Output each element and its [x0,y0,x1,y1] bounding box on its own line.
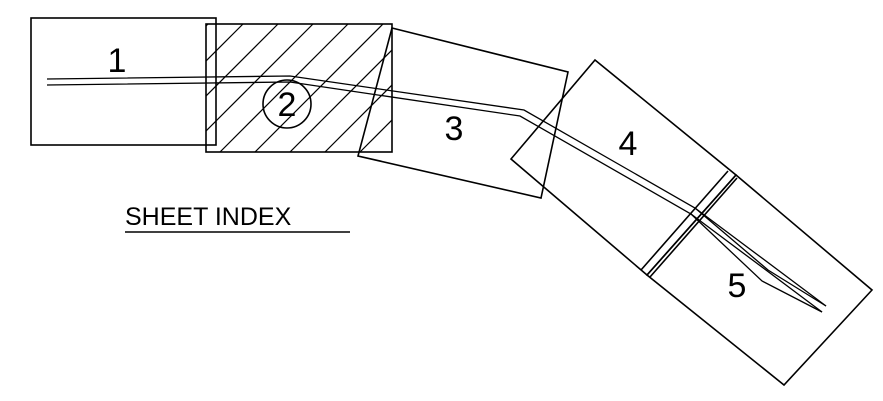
sheet-2-frame[interactable] [205,23,393,153]
sheet-labels: 1 2 3 4 5 [108,42,747,305]
sheet-2-label[interactable]: 2 [278,86,297,124]
match-line-4-5 [640,170,738,278]
sheet-1-label[interactable]: 1 [108,42,127,80]
sheet-3-label[interactable]: 3 [445,110,464,148]
sheet-4-label[interactable]: 4 [619,125,638,163]
sheet-3-frame[interactable] [357,27,569,199]
sheet-frames [30,17,874,387]
sheet-5-frame[interactable] [645,173,874,387]
road-branch [690,213,823,313]
road-alignment [46,75,827,313]
road-branch [694,207,827,307]
sheet-index-title: SHEET INDEX [125,203,292,231]
sheet-1-frame[interactable] [30,17,217,146]
sheet-5-label[interactable]: 5 [728,267,747,305]
current-sheet-circle [262,79,312,129]
